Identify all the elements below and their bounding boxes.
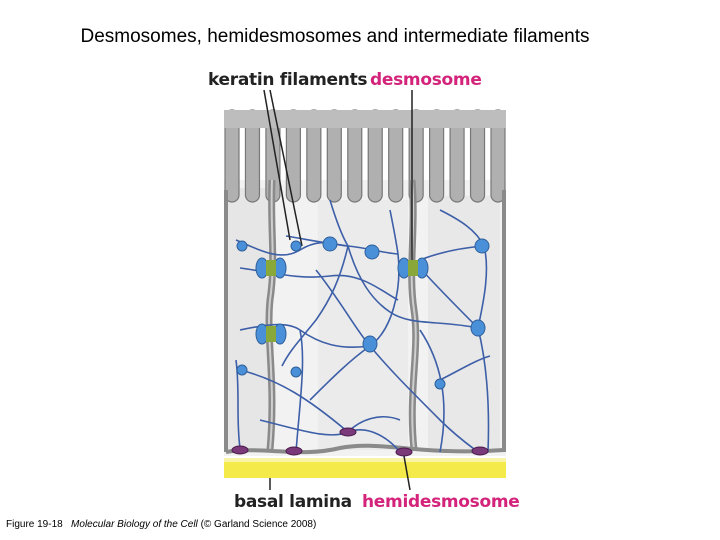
cell-membrane-right-gap [410, 179, 417, 451]
caption-book-title: Molecular Biology of the Cell [71, 519, 198, 530]
hemidesmosome-pointer [403, 455, 411, 491]
cell-membrane-left-gap [268, 179, 274, 451]
basal-lamina-edge [224, 458, 506, 462]
page-title: Desmosomes, hemidesmosomes and intermedi… [80, 26, 590, 47]
basal-membrane [225, 443, 505, 455]
filament-nodes [236, 236, 490, 390]
keratin-filaments-label: keratin filaments [208, 70, 368, 90]
caption-credit: (© Garland Science 2008) [200, 519, 317, 530]
caption-figure-number: Figure 19-18 [6, 519, 63, 530]
keratin-pointer-1 [263, 89, 291, 241]
apical-membrane [224, 110, 506, 128]
desmosomes [255, 257, 429, 345]
keratin-filament-network [235, 199, 491, 453]
desmosome-label: desmosome [370, 70, 482, 90]
figure-caption: Figure 19-18 Molecular Biology of the Ce… [6, 519, 316, 530]
microvilli [224, 109, 506, 203]
keratin-pointer-2 [269, 89, 303, 247]
cell-left-shade [228, 188, 270, 452]
hemidesmosomes [231, 427, 489, 457]
basal-lamina-label: basal lamina [234, 492, 352, 512]
basal-lamina [224, 462, 506, 478]
hemidesmosome-label: hemidesmosome [362, 492, 520, 512]
desmosome-core [408, 260, 418, 276]
desmosome-core [266, 326, 276, 342]
desmosome-core [266, 260, 276, 276]
cell-right-shade [428, 196, 500, 452]
